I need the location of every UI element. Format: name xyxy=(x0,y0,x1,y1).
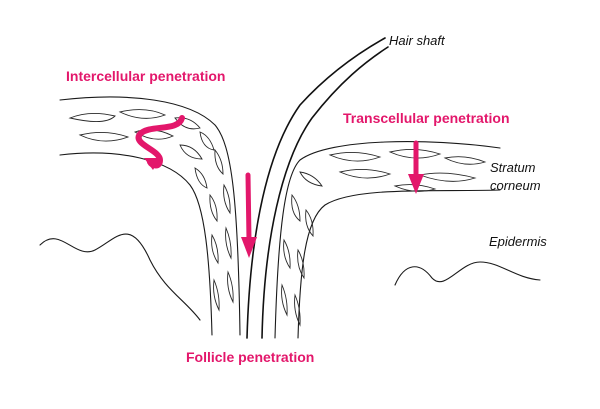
right-stratum-corneum xyxy=(274,141,501,339)
epidermis-boundary xyxy=(39,233,541,321)
intercellular-label: Intercellular penetration xyxy=(66,68,225,84)
left-stratum-corneum xyxy=(59,96,241,336)
follicle-arrow xyxy=(241,172,257,258)
transcellular-label: Transcellular penetration xyxy=(343,110,510,126)
transcellular-arrow xyxy=(408,140,424,194)
epidermis-label: Epidermis xyxy=(489,234,547,249)
stratum-label-line1: Stratum xyxy=(490,160,536,175)
stratum-label-line2: corneum xyxy=(490,178,541,193)
follicle-label: Follicle penetration xyxy=(186,349,314,365)
intercellular-arrow xyxy=(135,115,185,170)
hair-shaft-label: Hair shaft xyxy=(389,33,446,48)
hair-shaft xyxy=(246,37,389,339)
